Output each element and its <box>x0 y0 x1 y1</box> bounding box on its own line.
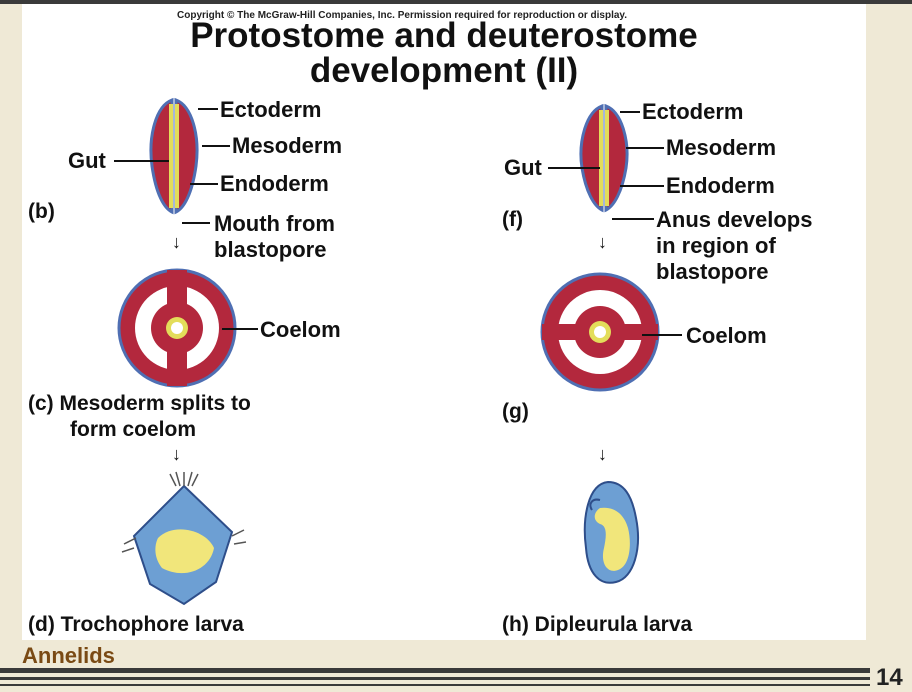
trochophore-larva-d <box>121 471 247 606</box>
copyright-notice: Copyright © The McGraw-Hill Companies, I… <box>177 10 628 21</box>
right-endoderm-label: Endoderm <box>666 173 775 198</box>
deuterostome-embryo-f <box>579 103 629 213</box>
title-line-2: development (II) <box>309 51 579 90</box>
right-anus-label-2: in region of <box>656 233 776 258</box>
left-gut-leader <box>114 160 169 162</box>
panel-f-label: (f) <box>502 208 523 231</box>
annelids-label: Annelids <box>22 643 115 668</box>
slide-title: Protostome and deuterostome development … <box>22 18 866 88</box>
left-coelom-label: Coelom <box>260 317 341 342</box>
right-coelom-label: Coelom <box>686 323 767 348</box>
left-mouth-leader <box>182 222 210 224</box>
arrow-f-to-g: ↓ <box>598 232 607 252</box>
right-anus-leader <box>612 218 654 220</box>
page-number: 14 <box>876 664 903 691</box>
panel-c-label-2: form coelom <box>70 418 197 441</box>
left-mouth-label-2: blastopore <box>214 237 327 262</box>
right-endoderm-leader <box>620 185 664 187</box>
left-mouth-label-1: Mouth from <box>214 211 335 236</box>
slide: Copyright © The McGraw-Hill Companies, I… <box>22 4 866 640</box>
right-mesoderm-leader <box>626 147 664 149</box>
panel-h-label: (h) Dipleurula larva <box>502 613 693 636</box>
left-ectoderm-leader <box>198 108 218 110</box>
left-endoderm-leader <box>190 183 218 185</box>
panel-g-label: (g) <box>502 400 529 423</box>
panel-c-label-1: (c) Mesoderm splits to <box>28 392 251 415</box>
panel-b-label: (b) <box>28 200 55 223</box>
right-gut-label: Gut <box>504 155 542 180</box>
left-mesoderm-label: Mesoderm <box>232 133 343 158</box>
deuterostome-coelom-g <box>540 272 660 392</box>
footer-rule-2 <box>0 677 870 680</box>
footer-rule-1 <box>0 668 870 673</box>
right-ectoderm-leader <box>620 111 640 113</box>
left-mesoderm-leader <box>202 145 230 147</box>
arrow-b-to-c: ↓ <box>172 232 181 252</box>
arrow-g-to-h: ↓ <box>598 444 607 464</box>
right-ectoderm-label: Ectoderm <box>642 99 744 124</box>
protostome-embryo-b <box>149 97 199 215</box>
right-gut-leader <box>548 167 600 169</box>
left-ectoderm-label: Ectoderm <box>220 97 322 122</box>
protostome-coelom-c <box>117 268 237 388</box>
arrow-c-to-d: ↓ <box>172 444 181 464</box>
panel-d-label: (d) Trochophore larva <box>28 613 244 636</box>
right-mesoderm-label: Mesoderm <box>666 135 777 160</box>
dipleurula-larva-h <box>583 480 639 584</box>
footer-rule-3 <box>0 684 870 686</box>
left-endoderm-label: Endoderm <box>220 171 329 196</box>
right-anus-label-3: blastopore <box>656 259 769 284</box>
left-coelom-leader <box>222 328 258 330</box>
right-anus-label-1: Anus develops <box>656 207 813 232</box>
title-line-1: Protostome and deuterostome <box>190 16 698 55</box>
right-coelom-leader <box>642 334 682 336</box>
left-gut-label: Gut <box>68 148 106 173</box>
